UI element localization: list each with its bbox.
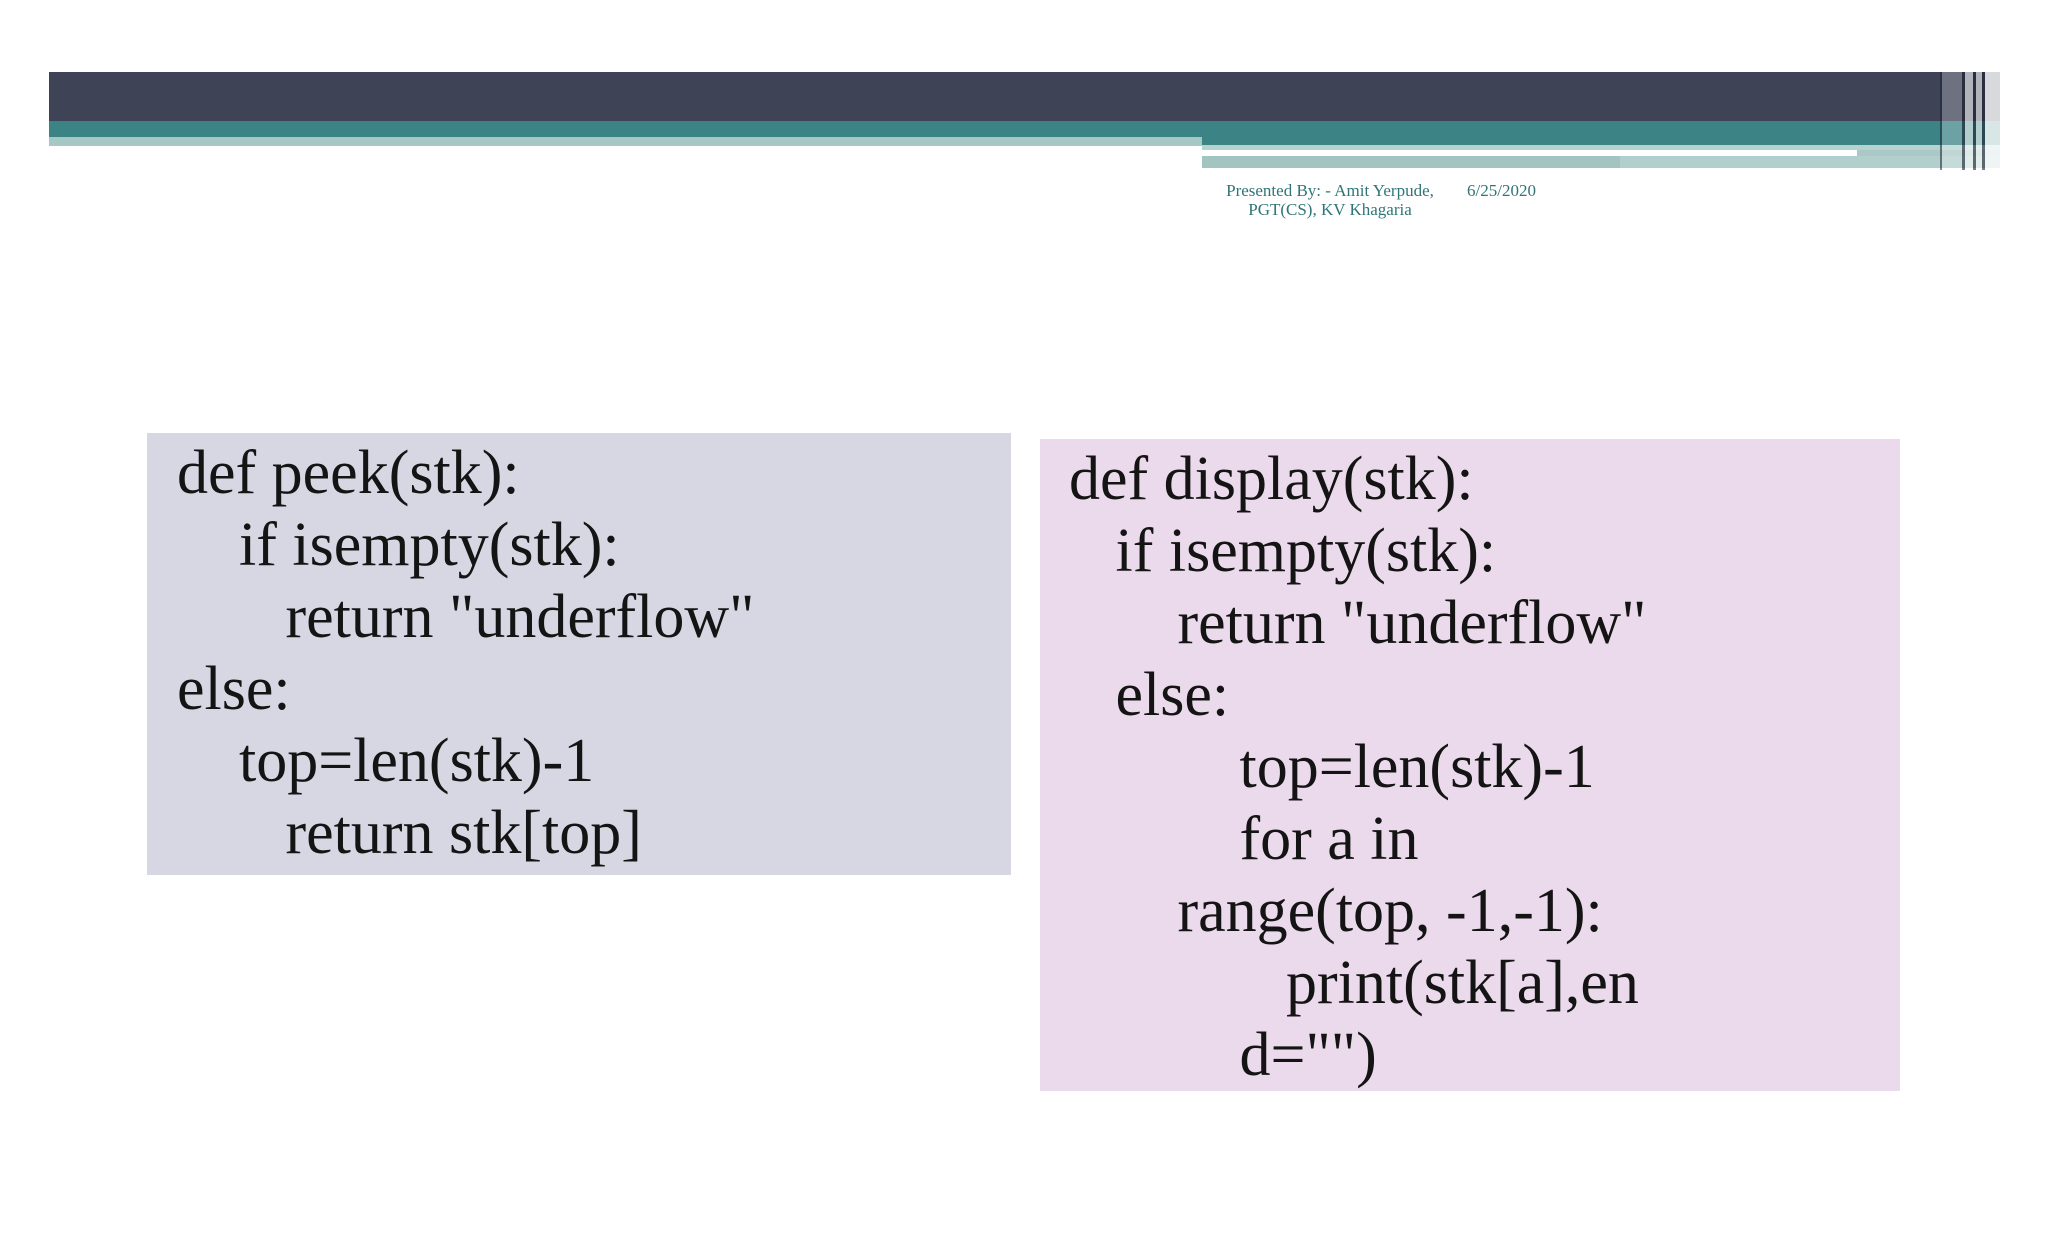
slide-date: 6/25/2020 xyxy=(1467,181,1536,200)
code-line: if isempty(stk): xyxy=(1069,517,1497,585)
code-box-display: def display(stk): if isempty(stk): retur… xyxy=(1040,439,1900,1091)
code-line: else: xyxy=(1069,661,1230,729)
code-box-peek: def peek(stk): if isempty(stk): return "… xyxy=(147,433,1011,875)
presenter-credit-line1: Presented By: - Amit Yerpude, xyxy=(1226,181,1434,200)
header-bar xyxy=(49,72,2000,121)
code-line: return "underflow" xyxy=(1069,589,1647,657)
code-line: if isempty(stk): xyxy=(177,511,620,579)
code-line: top=len(stk)-1 xyxy=(1069,733,1595,801)
header-teal-band xyxy=(49,121,2000,137)
presenter-credit: Presented By: - Amit Yerpude, PGT(CS), K… xyxy=(1180,181,1480,219)
code-line: return stk[top] xyxy=(177,799,642,867)
code-line: print(stk[a],en xyxy=(1069,949,1639,1017)
header-light-teal-gap-fill xyxy=(1857,150,2000,156)
code-line: d="") xyxy=(1069,1021,1377,1089)
header-light-teal-stripe-upper xyxy=(1202,145,2000,150)
presenter-credit-line2: PGT(CS), KV Khagaria xyxy=(1248,200,1412,219)
code-line: range(top, -1,-1): xyxy=(1069,877,1603,945)
header-light-teal-band-lower-right xyxy=(1620,156,2000,168)
code-line: def peek(stk): xyxy=(177,439,520,507)
code-line: def display(stk): xyxy=(1069,445,1474,513)
code-line: return "underflow" xyxy=(177,583,755,651)
header-vertical-stripes-accent xyxy=(1940,72,2000,170)
header-teal-band-right-extension xyxy=(1202,137,2000,145)
code-line: else: xyxy=(177,655,291,723)
header-light-teal-band-left xyxy=(49,137,1202,146)
code-line: top=len(stk)-1 xyxy=(177,727,595,795)
code-line: for a in xyxy=(1069,805,1419,873)
header-light-teal-band-lower xyxy=(1202,156,1620,168)
